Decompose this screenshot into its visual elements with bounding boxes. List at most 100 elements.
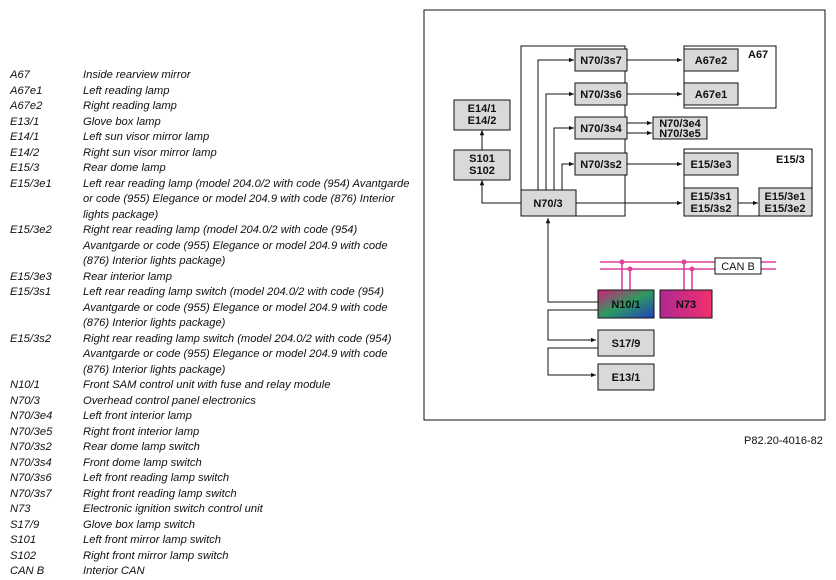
legend-row: A67 Inside rearview mirror (10, 68, 410, 84)
n70-3s2-box (574, 152, 628, 176)
s101-label: S101 (469, 153, 495, 165)
a67e1-box (683, 82, 739, 106)
wire-s17-9-to-e13-1 (547, 347, 598, 378)
can-node (627, 266, 633, 272)
legend-code: A67e1 (10, 84, 43, 97)
legend-code: N70/3 (10, 394, 40, 407)
legend-description: Left sun visor mirror lamp (83, 131, 210, 143)
e14-2-label: E14/2 (468, 115, 497, 127)
legend-code: E13/1 (10, 115, 40, 128)
legend-row: S17/9 Glove box lamp switch (10, 518, 410, 534)
legend-description: Glove box lamp switch (83, 518, 195, 531)
can-b-label: CAN B (721, 261, 755, 273)
legend-code: E15/3s1 (10, 286, 52, 298)
legend-row: N70/3 Overhead control panel electronics (10, 394, 410, 410)
legend-code: CAN B (10, 565, 45, 577)
e15-3-housing (683, 148, 813, 217)
a67e2-label: A67e2 (695, 55, 727, 67)
legend-code: N70/3e5 (10, 425, 53, 438)
legend-code: E15/3e2 (10, 224, 52, 236)
a67e2-box (683, 48, 739, 72)
legend-description: Electronic ignition switch control unit (83, 503, 263, 515)
a67-label: A67 (748, 49, 768, 61)
legend-code: E15/3 (10, 162, 40, 174)
n70-3s7-label: N70/3s7 (580, 55, 622, 67)
n70-3s6-label: N70/3s6 (580, 89, 622, 101)
s102-label: S102 (469, 165, 495, 177)
legend-row: E15/3 Rear dome lamp (10, 161, 410, 177)
legend-description: Right rear reading lamp switch (model 20… (83, 332, 392, 376)
wire-n70-3-to-s101 (479, 180, 521, 204)
legend-description: Left reading lamp (83, 84, 170, 97)
legend-description: Right front mirror lamp switch (83, 549, 229, 562)
n73-box (659, 289, 713, 319)
legend-code: E15/3e1 (10, 177, 52, 190)
e15-3-label: E15/3 (776, 154, 805, 166)
legend-description: Right sun visor mirror lamp (83, 146, 217, 159)
n10-1-label: N10/1 (611, 299, 640, 311)
legend-row: E15/3s1 Left rear reading lamp switch (mo… (10, 285, 410, 332)
legend-row: E15/3e2 Right rear reading lamp (model 20… (10, 223, 410, 270)
legend-row: E15/3e1 Left rear reading lamp (model 204… (10, 177, 410, 224)
can-b-label-box (714, 257, 762, 275)
legend-description: Left rear reading lamp (model 204.0/2 wi… (83, 177, 410, 221)
legend-code: S17/9 (10, 518, 40, 531)
legend-code: S101 (10, 534, 37, 546)
n70-3-box (520, 189, 577, 217)
legend-description: Rear dome lamp switch (83, 441, 200, 453)
legend-description: Left rear reading lamp switch (model 204… (83, 286, 388, 329)
legend-code: N70/3s4 (10, 456, 52, 469)
legend-row: A67e1 Left reading lamp (10, 84, 410, 100)
can-node (689, 266, 695, 272)
e13-1-box (597, 363, 655, 391)
e15-3s1-label: E15/3s1 (691, 191, 732, 203)
e15-3s-box (683, 187, 739, 217)
wire-n70-3-to-s2 (561, 161, 574, 190)
e15-3e-box (758, 187, 813, 217)
n70-3e4-e5-box (652, 116, 708, 140)
n70-3s6-box (574, 82, 628, 106)
can-node (619, 259, 625, 265)
legend-description: Right front reading lamp switch (83, 487, 237, 500)
legend-row: N70/3s4 Front dome lamp switch (10, 456, 410, 472)
n70-3-label: N70/3 (533, 198, 562, 210)
legend-code: N70/3s2 (10, 441, 52, 453)
legend-row: N70/3e5 Right front interior lamp (10, 425, 410, 441)
e14-1-label: E14/1 (468, 103, 497, 115)
legend-description: Rear dome lamp (83, 162, 166, 174)
e15-3e2-label: E15/3e2 (765, 203, 806, 215)
s17-9-box (597, 329, 655, 357)
s101-s102-box (453, 149, 511, 181)
legend-description: Right front interior lamp (83, 425, 200, 438)
legend-code: A67 (10, 69, 30, 81)
can-node (681, 259, 687, 265)
legend-code: N70/3e4 (10, 410, 53, 422)
s17-9-label: S17/9 (612, 338, 641, 350)
e13-1-label: E13/1 (612, 372, 641, 384)
a67-housing (683, 45, 777, 109)
n70-3s4-label: N70/3s4 (580, 123, 622, 135)
legend-description: Overhead control panel electronics (83, 394, 256, 407)
n10-1-box (597, 289, 655, 319)
legend-description: Front dome lamp switch (83, 456, 202, 469)
e15-3s2-label: E15/3s2 (691, 203, 732, 215)
e15-3e1-label: E15/3e1 (765, 191, 806, 203)
legend-code: N73 (10, 503, 31, 515)
legend-code: A67e2 (10, 100, 43, 112)
legend-description: Right rear reading lamp (model 204.0/2 w… (83, 224, 388, 267)
n70-3s7-box (574, 48, 628, 72)
legend-description: Inside rearview mirror (83, 69, 191, 81)
n70-3e4-label: N70/3e4 (659, 118, 701, 130)
legend-code: N70/3s7 (10, 487, 52, 500)
